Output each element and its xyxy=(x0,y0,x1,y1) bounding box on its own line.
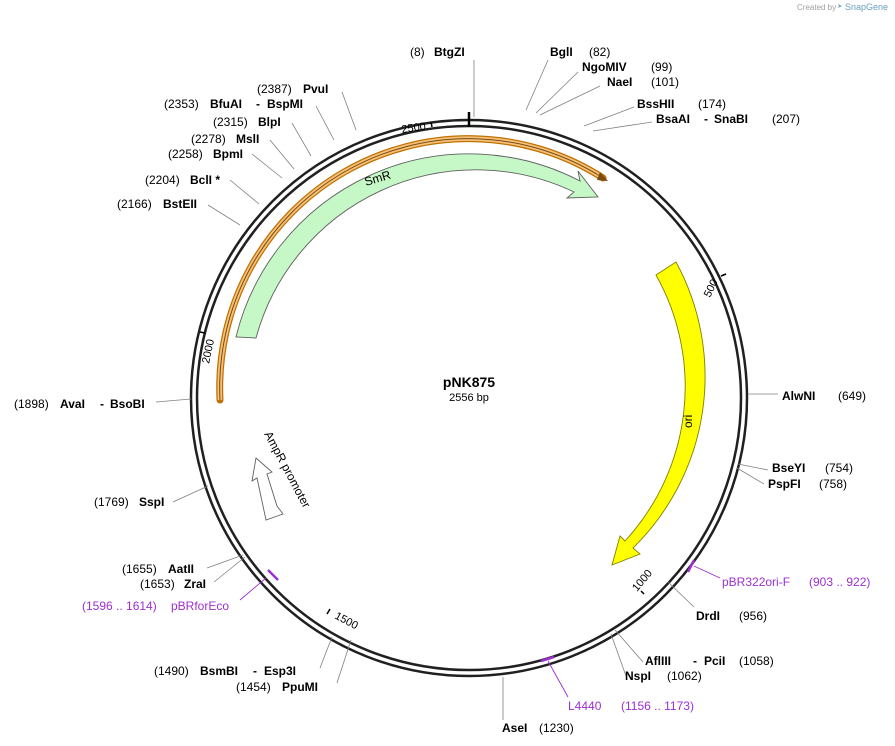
site-name2-bsobi: BsoBI xyxy=(110,397,145,411)
credit-prefix: Created by xyxy=(797,3,836,12)
site-pos-msli: (2278) xyxy=(191,132,226,146)
tick-2000 xyxy=(199,331,206,334)
tick-label-1000: 1000 xyxy=(630,567,655,593)
site-name-pvui: PvuI xyxy=(303,82,328,96)
site-pos-ppumi: (1454) xyxy=(236,680,271,694)
site-pos-afliii: (1058) xyxy=(739,654,774,668)
site-pos-asei: (1230) xyxy=(539,721,574,735)
site-name2-bspmi: BspMI xyxy=(267,97,303,111)
primer-marks xyxy=(239,559,721,698)
primer-range-pbrforeco: (1596 .. 1614) xyxy=(82,599,157,613)
selected-region-arc xyxy=(216,135,608,404)
site-pos-zrai: (1653) xyxy=(140,577,175,591)
site-name-blpi: BlpI xyxy=(258,115,281,129)
tick-marks: 500 1000 1500 2000 2500 xyxy=(199,112,727,632)
primer-name-pbr322ori-f: pBR322ori-F xyxy=(722,575,790,589)
site-name-pspfi: PspFI xyxy=(768,477,801,491)
tick-1500 xyxy=(326,608,331,615)
primer-name-l4440: L4440 xyxy=(568,699,602,713)
feature-ori: ori xyxy=(611,261,706,566)
primer-range-l4440: (1156 .. 1173) xyxy=(621,699,694,713)
site-pos-bsaai: (207) xyxy=(772,112,800,126)
snapgene-logo-icon xyxy=(838,4,842,8)
site-name-zrai: ZraI xyxy=(184,577,206,591)
plasmid-name: pNK875 xyxy=(443,374,495,390)
site-name2-snabi: SnaBI xyxy=(714,112,748,126)
site-name-bsteii: BstEII xyxy=(163,197,197,211)
site-pos-pspfi: (758) xyxy=(819,477,847,491)
site-pos-sspi: (1769) xyxy=(94,495,129,509)
site-name-bsaai: BsaAI xyxy=(656,112,690,126)
site-name2-esp3i: Esp3I xyxy=(264,664,296,678)
site-sep-avai: - xyxy=(100,397,104,411)
site-name-nspi: NspI xyxy=(625,669,651,683)
site-pos-blpi: (2315) xyxy=(213,115,248,129)
site-name-naei: NaeI xyxy=(607,75,632,89)
tick-1000 xyxy=(640,590,645,595)
site-name-afliii: AflIII xyxy=(645,654,671,668)
site-pos-naei: (101) xyxy=(651,75,679,89)
site-sep-afliii: - xyxy=(693,654,697,668)
site-pos-alwni: (649) xyxy=(838,389,866,403)
feature-ampr-promoter: AmpR promoter xyxy=(251,429,313,521)
primer-range-pbr322ori-f: (903 .. 922) xyxy=(809,575,870,589)
site-pos-pvui: (2387) xyxy=(257,82,292,96)
site-leaders xyxy=(155,59,778,720)
site-pos-bpmi: (2258) xyxy=(168,147,203,161)
credit-brand: SnapGene xyxy=(845,2,888,12)
site-pos-ngomiv: (99) xyxy=(651,60,672,74)
site-name-ngomiv: NgoMIV xyxy=(582,60,627,74)
site-name-sspi: SspI xyxy=(139,495,164,509)
tick-label-1500: 1500 xyxy=(333,610,360,632)
tick-label-2500: 2500 xyxy=(401,121,427,136)
plasmid-length: 2556 bp xyxy=(449,392,489,404)
site-sep-bsmbi: - xyxy=(253,664,257,678)
site-pos-nspi: (1062) xyxy=(667,669,702,683)
tick-500 xyxy=(720,273,727,277)
site-name-alwni: AlwNI xyxy=(782,389,815,403)
site-name-bsshii: BssHII xyxy=(637,97,674,111)
site-name-ppumi: PpuMI xyxy=(282,680,318,694)
site-name-drdi: DrdI xyxy=(696,609,720,623)
site-pos-bsmbi: (1490) xyxy=(154,664,189,678)
site-sep-bfuai: - xyxy=(256,97,260,111)
site-name-bgli: BglI xyxy=(550,45,573,59)
site-pos-btgzi: (8) xyxy=(410,45,425,59)
site-pos-bcli: (2204) xyxy=(145,173,180,187)
site-name-bpmi: BpmI xyxy=(213,147,243,161)
feature-smr: SmR xyxy=(235,153,599,339)
primer-name-pbrforeco: pBRforEco xyxy=(171,599,229,613)
site-pos-bseyi: (754) xyxy=(825,461,853,475)
site-name-avai: AvaI xyxy=(60,397,85,411)
site-pos-bgli: (82) xyxy=(589,45,610,59)
site-name-bseyi: BseYI xyxy=(772,461,805,475)
feature-label-ori: ori xyxy=(681,415,695,428)
site-name-asei: AseI xyxy=(502,721,527,735)
site-name-btgzi: BtgZI xyxy=(434,45,465,59)
tick-label-500: 500 xyxy=(702,278,721,300)
site-pos-avai: (1898) xyxy=(14,397,49,411)
site-name-aatii: AatII xyxy=(168,562,194,576)
site-name-msli: MslI xyxy=(236,132,259,146)
site-pos-aatii: (1655) xyxy=(122,562,157,576)
tick-2500 xyxy=(430,121,433,128)
site-pos-bsteii: (2166) xyxy=(117,197,152,211)
site-pos-bsshii: (174) xyxy=(698,97,726,111)
site-name-bsmbi: BsmBI xyxy=(200,664,238,678)
site-name-bfuai: BfuAI xyxy=(210,97,242,111)
site-pos-bfuai: (2353) xyxy=(164,97,199,111)
site-name-bcli: BclI * xyxy=(190,173,220,187)
site-name2-pcii: PciI xyxy=(704,654,725,668)
site-pos-drdi: (956) xyxy=(739,609,767,623)
site-sep-bsaai: - xyxy=(704,112,708,126)
tick-label-2000: 2000 xyxy=(200,338,217,364)
